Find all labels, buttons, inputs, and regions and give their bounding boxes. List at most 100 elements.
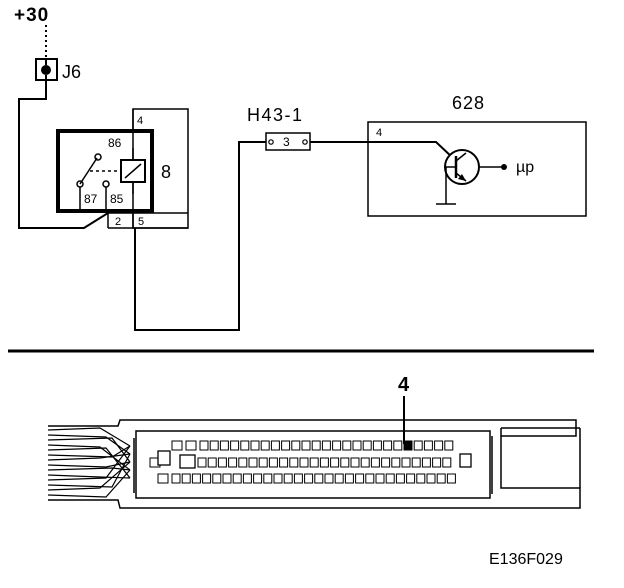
relay-box: [56, 129, 154, 213]
harness-wire: [47, 467, 131, 471]
harness-wire: [47, 474, 131, 479]
connector-pin: [258, 457, 268, 468]
h43-connector: [265, 132, 311, 151]
connector-pin: [393, 440, 403, 451]
connector-cavity: [157, 473, 169, 484]
connector-pin: [260, 440, 270, 451]
connector-pin: [365, 473, 375, 484]
harness-wire: [47, 453, 131, 488]
relay-label: 8: [161, 162, 171, 182]
connector-pin: [242, 473, 252, 484]
connector-pin: [324, 473, 334, 484]
connector-pin: [442, 457, 452, 468]
connector-pin: [434, 440, 444, 451]
connector-pin: [344, 473, 354, 484]
connector-pin: [444, 440, 454, 451]
connector-pin: [330, 457, 340, 468]
connector-pin: [395, 473, 405, 484]
connector-pin: [370, 457, 380, 468]
connector-pin: [375, 473, 385, 484]
connector-pin: [381, 457, 391, 468]
connector-pin-4: [403, 440, 413, 451]
relay-switch-icon: [76, 153, 121, 211]
connector-pin: [248, 457, 258, 468]
relay-connector-pin-4: 4: [137, 115, 143, 127]
connector-pin: [209, 440, 219, 451]
connector-pin: [181, 473, 191, 484]
relay-pin-87: 87: [84, 192, 98, 206]
connector-pin: [416, 473, 426, 484]
connector-pin: [446, 473, 456, 484]
harness-wire: [47, 444, 131, 471]
transistor-icon: [436, 149, 507, 205]
connector-pin: [199, 440, 209, 451]
connector-pin: [250, 440, 260, 451]
connector-cavity: [185, 440, 197, 451]
connector-pin: [268, 457, 278, 468]
connector-pin: [352, 440, 362, 451]
relay-connector-pin-5: 5: [138, 216, 144, 228]
connector-pin: [304, 473, 314, 484]
connector-pin: [263, 473, 273, 484]
connector-pin: [217, 457, 227, 468]
connector-cavity: [171, 440, 183, 451]
connector-pin: [230, 440, 240, 451]
connector-pin: [319, 457, 329, 468]
connector-callout-label: 4: [398, 374, 410, 396]
fuse-j6: [35, 58, 58, 81]
ecu-output-label: µp: [516, 159, 534, 176]
harness-wire: [47, 434, 131, 455]
connector-pin: [293, 473, 303, 484]
connector-pin: [383, 440, 393, 451]
ecu-connector-plug: [47, 419, 581, 509]
connector-pin: [401, 457, 411, 468]
harness-wire: [47, 461, 131, 468]
connector-pin: [273, 473, 283, 484]
supply-label: +30: [14, 5, 49, 26]
ecu-box: [367, 121, 587, 217]
connector-pin: [289, 457, 299, 468]
relay-pin-85: 85: [110, 192, 124, 206]
connector-pin: [299, 457, 309, 468]
connector-pin: [423, 440, 433, 451]
connector-pin: [360, 457, 370, 468]
connector-pin: [212, 473, 222, 484]
connector-pin: [362, 440, 372, 451]
connector-pin: [350, 457, 360, 468]
connector-pin: [202, 473, 212, 484]
connector-pin: [171, 473, 181, 484]
wire-relay-to-h43: [134, 141, 268, 331]
connector-pin: [279, 457, 289, 468]
connector-pin: [342, 440, 352, 451]
h43-pin: 3: [283, 135, 290, 149]
connector-pin: [238, 457, 248, 468]
ecu-label: 628: [452, 93, 485, 113]
connector-pin: [332, 440, 342, 451]
figure-code: E136F029: [489, 551, 563, 568]
connector-pin: [311, 440, 321, 451]
harness-wire: [47, 445, 131, 481]
connector-pin: [340, 457, 350, 468]
connector-pin: [232, 473, 242, 484]
harness-wire: [47, 453, 131, 461]
wire-fuse-to-relay: [18, 80, 109, 229]
connector-pin: [191, 473, 201, 484]
connector-pin: [406, 473, 416, 484]
relay-coil-icon: [120, 148, 146, 194]
connector-pin: [253, 473, 263, 484]
fuse-label: J6: [62, 62, 81, 82]
wire-h43-to-ecu: [310, 141, 454, 159]
connector-pin: [207, 457, 217, 468]
harness-wire: [47, 469, 131, 498]
connector-pin: [432, 457, 442, 468]
connector-pin: [411, 457, 421, 468]
connector-pin: [413, 440, 423, 451]
harness-wire: [47, 427, 131, 447]
connector-pin: [355, 473, 365, 484]
connector-pin: [314, 473, 324, 484]
relay-pin-86: 86: [108, 136, 122, 150]
connector-pin: [219, 440, 229, 451]
connector-pin: [281, 440, 291, 451]
ecu-pin: 4: [376, 127, 382, 139]
